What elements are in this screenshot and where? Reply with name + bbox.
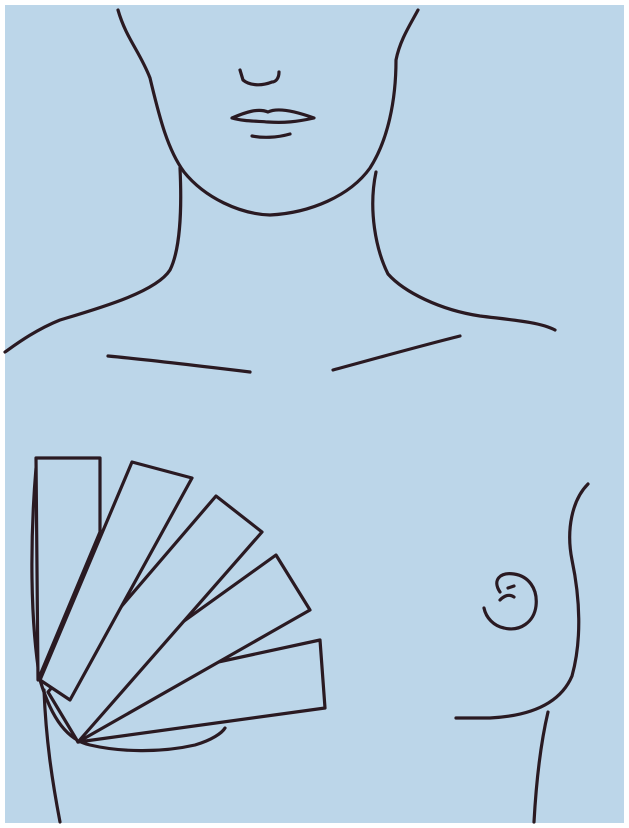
torso-lower-right [534,712,548,822]
nipple-mark [508,586,514,588]
areola [484,574,536,629]
breast-outline-right [456,484,588,718]
neck-left [5,168,181,352]
neck-and-shoulders [5,168,555,352]
collarbones [108,336,460,372]
nose [240,70,279,85]
collarbone-left [108,356,250,372]
lower-lip [252,134,290,137]
upper-lip [232,110,314,122]
neck-right [373,172,555,330]
collarbone-right [333,336,460,370]
nipple [500,595,514,600]
tape-strips [36,458,325,742]
untaped-breast [456,484,588,822]
